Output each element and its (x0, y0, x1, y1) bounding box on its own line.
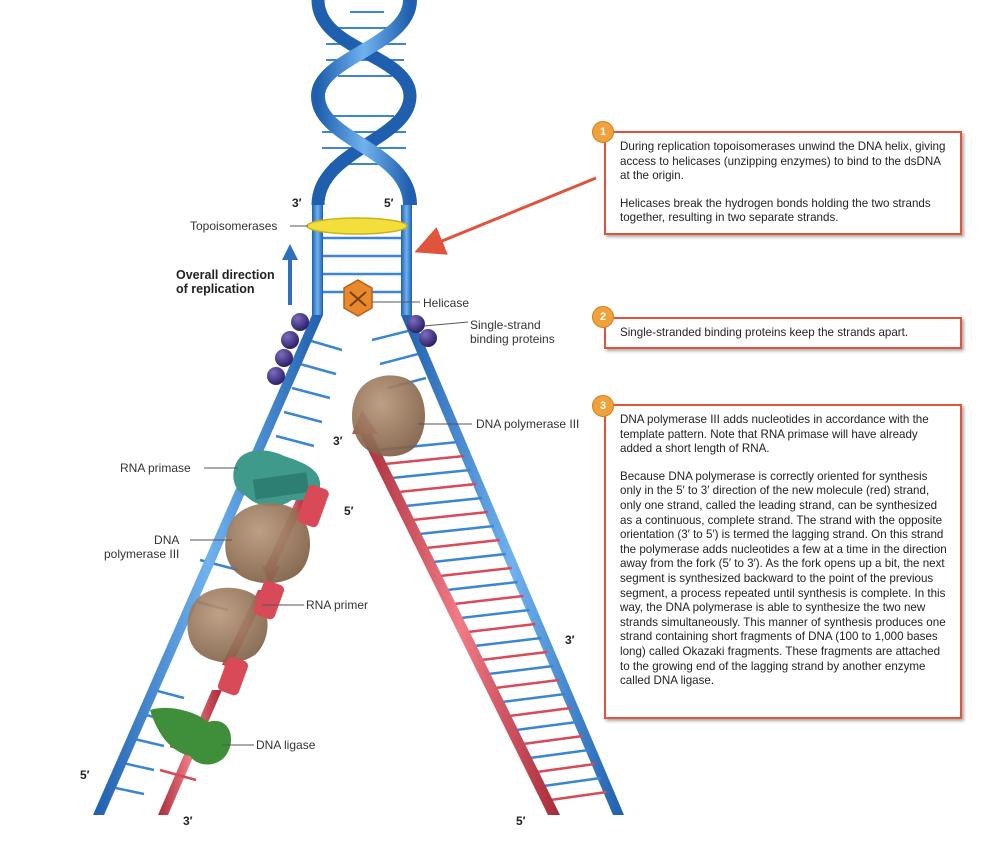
base-pair-rung (460, 608, 530, 620)
callout-1-number: 1 (592, 121, 614, 143)
end-leading-right: 3′ (565, 633, 575, 647)
dna-polymerase-iii-leading (352, 375, 426, 457)
label-dna-polymerase-iii-left: DNA polymerase III (104, 533, 179, 561)
base-pair-rung (515, 720, 578, 732)
base-pair-rung (495, 678, 560, 690)
end-top-right: 5′ (384, 196, 394, 210)
label-dna-ligase: DNA ligase (256, 738, 316, 752)
rna-primers (217, 484, 329, 696)
base-pair-rung (502, 692, 566, 704)
base-pair-rung (529, 748, 590, 760)
end-bottom-right: 5′ (516, 814, 526, 828)
base-pair-rung (481, 650, 548, 662)
base-pair-rung (508, 706, 572, 718)
base-pair-rung (467, 622, 536, 634)
helicase-enzyme (343, 279, 373, 317)
dna-ligase-enzyme (150, 707, 232, 765)
end-fork-inner: 3′ (333, 434, 343, 448)
helix-backbone-back (311, 0, 417, 206)
end-top-left: 3′ (292, 196, 302, 210)
base-pair-rung (398, 482, 477, 494)
callout-2-paragraph-1: Single-stranded binding proteins keep th… (620, 326, 909, 339)
label-dna-pol-left-line1: DNA (154, 533, 180, 547)
callout-3-number: 3 (592, 395, 614, 417)
base-pair-rung (419, 524, 494, 536)
label-dna-polymerase-iii-right: DNA polymerase III (476, 417, 580, 431)
helix-backbone-front (310, 0, 417, 206)
callout-1-paragraph-1: During replication topoisomerases unwind… (620, 140, 946, 183)
label-topoisomerases: Topoisomerases (190, 219, 278, 233)
base-pair-rung (488, 664, 554, 676)
label-overall-direction-line1: Overall direction (176, 268, 275, 282)
end-bottom-left-inner: 3′ (183, 814, 193, 828)
base-pair-rung (433, 552, 506, 564)
base-pair-rung (405, 496, 483, 508)
end-bottom-left-outer: 5′ (80, 768, 90, 782)
label-rna-primase: RNA primase (120, 461, 191, 475)
base-pair-rung (543, 776, 601, 788)
label-overall-direction-line2: of replication (176, 282, 255, 296)
leader-lines (190, 225, 472, 746)
overall-direction-arrow (282, 244, 298, 305)
base-pair-rung (550, 790, 607, 802)
callout-box-1: During replication topoisomerases unwind… (604, 131, 962, 235)
base-pair-rung (426, 538, 500, 550)
base-pair-rung (474, 636, 542, 648)
end-lagging-inner: 5′ (344, 504, 354, 518)
callout-box-3: DNA polymerase III adds nucleotides in a… (604, 404, 962, 719)
callout-1-pointer (414, 176, 597, 255)
single-strand-binding-proteins (267, 313, 437, 385)
label-rna-primer: RNA primer (306, 598, 369, 612)
dna-helix (310, 0, 417, 206)
base-pair-rung (446, 580, 518, 592)
callout-3-paragraph-2: Because DNA polymerase is correctly orie… (620, 469, 947, 688)
callout-box-2: Single-stranded binding proteins keep th… (604, 317, 962, 349)
dna-polymerase-iii-lagging-2 (187, 587, 268, 663)
callout-1-paragraph-2: Helicases break the hydrogen bonds holdi… (620, 196, 931, 225)
rna-primer-segment-top (252, 472, 310, 500)
base-pair-rung (391, 468, 471, 480)
base-pair-rung (412, 510, 489, 522)
dna-polymerase-iii-lagging (225, 502, 310, 584)
base-pair-rung (522, 734, 584, 746)
label-ssb-line2: binding proteins (470, 332, 555, 346)
label-dna-pol-left-line2: polymerase III (104, 547, 180, 561)
topoisomerase-enzyme (306, 217, 408, 235)
label-overall-direction: Overall direction of replication (176, 268, 275, 296)
label-single-strand-binding-proteins: Single-strand binding proteins (470, 318, 555, 346)
leading-strand (352, 410, 607, 815)
base-pair-rung (439, 566, 512, 578)
label-helicase: Helicase (423, 296, 470, 310)
label-ssb-line1: Single-strand (470, 318, 541, 332)
callout-2-number: 2 (592, 306, 614, 328)
base-pair-rung (384, 454, 465, 466)
base-pair-rung (453, 594, 524, 606)
base-pair-rung (536, 762, 595, 774)
callout-3-paragraph-1: DNA polymerase III adds nucleotides in a… (620, 413, 929, 456)
